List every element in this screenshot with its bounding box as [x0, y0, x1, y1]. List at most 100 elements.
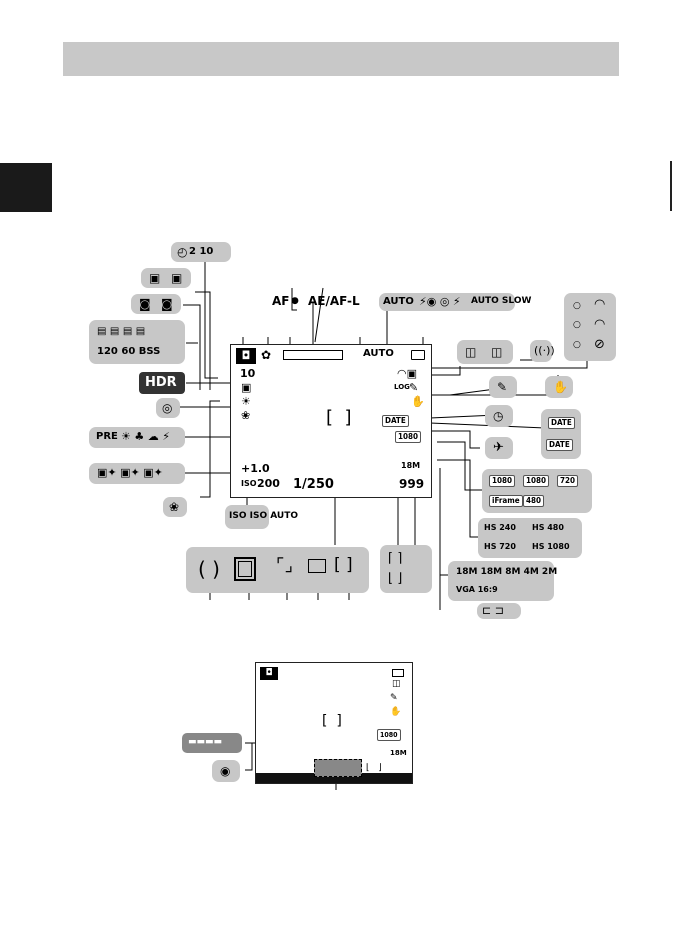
focus-square-icon [234, 557, 256, 581]
scene-options-box: ◙ ◙ [131, 294, 181, 314]
focus-bracket-icon: ( ) [198, 557, 220, 581]
smile-timer-box: ▣ ▣ [141, 268, 191, 288]
iso-display-value: 200 [257, 477, 280, 490]
flash-auto-label: AUTO [383, 296, 414, 307]
compass-display [314, 759, 362, 777]
wifi-options-box: ○ ◠ ○ ◠ ○ ⊘ [564, 293, 616, 361]
wifi-off-icon: ⊘ [594, 337, 605, 352]
exposure-comp-display: +1.0 [241, 462, 270, 475]
eye-fi-box: ((·)) [530, 340, 555, 362]
gps-icon-screen2: ✎ [390, 693, 398, 703]
battery-icon [411, 350, 425, 360]
image-size-small-label: VGA 16:9 [456, 585, 498, 594]
continuous-options-box: ▤ ▤ ▤ ▤ 120 60 BSS [89, 320, 185, 364]
focus-area-display-2: [ ] [322, 713, 342, 729]
movie-1080-chip: 1080 [489, 475, 516, 487]
motion-icon-screen2: ✋ [390, 707, 402, 717]
dot-icon-3: ○ [573, 340, 581, 350]
size-screen2: 18M [390, 749, 407, 757]
display-bottom-bar [256, 773, 412, 783]
panorama-box: ⊏ ⊐ [477, 603, 521, 619]
airplane-icon: ✈ [493, 440, 504, 455]
focus-area-options-box: ( ) ⌜⌟ [ ] [186, 547, 369, 593]
anti-blink-box: ◎ [156, 398, 180, 418]
movie-1080-chip-2: 1080 [523, 475, 550, 487]
date-display-chip: DATE [382, 415, 409, 427]
log-label: LOG [394, 383, 410, 391]
gps-display-icon: ✎ [409, 381, 419, 394]
scene-effect-icons: ▣✦ ▣✦ ▣✦ [97, 466, 163, 479]
portrait-icon: ◙ [139, 297, 151, 311]
pet-portrait-icon: ▣ [171, 271, 183, 285]
continuous-icons-row1: ▤ ▤ ▤ ▤ [97, 326, 146, 337]
wifi-icon: ◠ [594, 297, 606, 312]
clock-box: ◷ [485, 405, 513, 427]
continuous-options-label: 120 60 BSS [97, 346, 161, 357]
date-chip: DATE [548, 417, 575, 429]
color-icon: ❀ [169, 500, 180, 514]
face-icon: ◙ [161, 297, 173, 311]
vr-icon-screen2: ◫ [392, 679, 401, 689]
map-strip-icon: ▬▬▬▬ [188, 737, 223, 747]
wb-icons: ☀ ♣ ☁ ⚡ [121, 430, 170, 443]
shutter-speed-display: 1/250 [293, 477, 334, 492]
movie-720-chip: 720 [557, 475, 579, 487]
dot-icon: ○ [573, 301, 581, 311]
white-balance-box: PRE ☀ ♣ ☁ ⚡ [89, 427, 185, 448]
airplane-box: ✈ [485, 437, 513, 459]
frame-options-box: ⌈ ⌉ ⌊ ⌋ [380, 545, 432, 593]
movie-iframe-chip: iFrame [489, 495, 523, 507]
date-chip-2: DATE [546, 439, 573, 451]
smile-timer-icon: ▣ [149, 271, 161, 285]
dot-icon-2: ○ [573, 320, 581, 330]
iso-display-label: ISO [241, 479, 257, 488]
hdr-box: HDR [139, 372, 185, 394]
white-balance-label: PRE [96, 431, 118, 442]
scene-effect-box: ▣✦ ▣✦ ▣✦ [89, 463, 185, 484]
compass-icon: ◉ [220, 764, 231, 778]
flash-slow-label: AUTO SLOW [471, 296, 532, 306]
monitor-display: ◘ ✿ AUTO 10 ▣ ☀ ❀ ◠▣ LOG ✎ ✋ DATE 1080 [… [230, 344, 432, 498]
self-timer-options-box: ◴ 2 10 [171, 242, 231, 262]
anti-blink-icon: ◎ [162, 401, 173, 415]
monitor-display-2: ◘ ◫ ✎ ✋ [ ] 1080 18M ⌊ ⌋ [255, 662, 413, 784]
af-indicator-label: AF [272, 294, 290, 308]
color-display-icon: ❀ [241, 409, 251, 422]
save-icon: ▣ [241, 381, 252, 394]
vr-icon-2: ◫ [491, 345, 503, 359]
gps-icon: ✎ [497, 380, 508, 394]
wb-display-icon: ☀ [241, 395, 251, 408]
self-timer-options-label: 2 10 [189, 246, 214, 257]
battery-icon-2 [392, 669, 404, 677]
ae-af-lock-label: AE/AF-L [308, 294, 360, 308]
hs-240-label: HS 240 [484, 523, 516, 532]
movie-options-box: 1080 1080 720 iFrame 480 [482, 469, 592, 513]
hs-480-label: HS 480 [532, 523, 564, 532]
af-dot-icon: ● [291, 296, 299, 306]
image-size-options-label: 18M 18M 8M 4M 2M [456, 567, 558, 577]
panorama-icon: ⊏ ⊐ [482, 604, 504, 617]
frame-screen2: ⌊ ⌋ [366, 763, 382, 773]
page-edge-mark [670, 161, 672, 211]
clock-icon: ◷ [493, 409, 504, 423]
motion-display-icon: ✋ [411, 395, 425, 408]
vr-icon: ◫ [465, 345, 477, 359]
focus-area-display: [ ] [326, 407, 352, 428]
self-timer-icon: ◴ [177, 245, 188, 259]
vr-options-box: ◫ ◫ [457, 340, 513, 364]
image-size-display: 18M [401, 461, 421, 470]
gps-box: ✎ [489, 376, 517, 398]
focus-corners-icon: ⌜⌟ [276, 555, 293, 576]
compass-box: ◉ [212, 760, 240, 782]
motion-detection-icon: ✋ [553, 380, 568, 394]
focus-spot-icon: [ ] [334, 555, 353, 575]
movie-480-chip: 480 [523, 495, 545, 507]
hs-1080-label: HS 1080 [532, 542, 570, 551]
camera-icon: ◘ [236, 348, 256, 364]
movie-chip-screen2: 1080 [377, 729, 401, 741]
iso-options-box: ISO ISO AUTO [225, 505, 298, 529]
map-strip-box: ▬▬▬▬ [182, 733, 242, 753]
eye-fi-icon: ((·)) [534, 344, 555, 357]
motion-box: ✋ [545, 376, 573, 398]
movie-display-chip: 1080 [395, 431, 422, 443]
